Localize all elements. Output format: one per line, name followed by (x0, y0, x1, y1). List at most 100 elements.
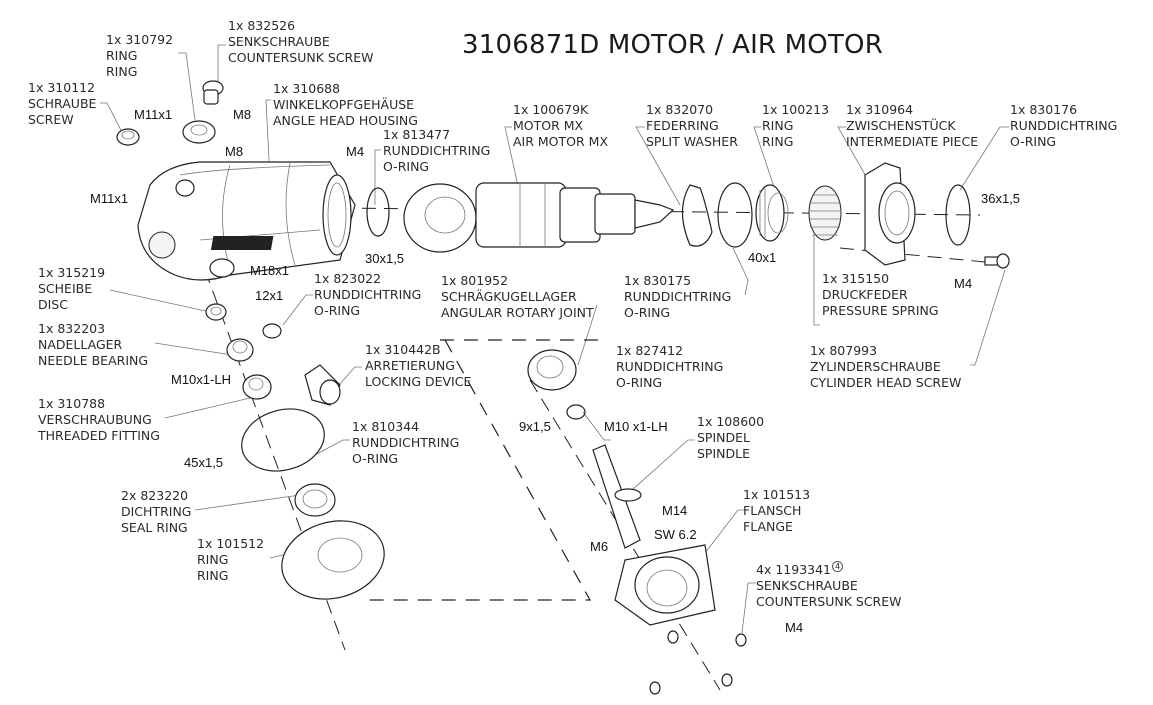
part-310112-screw[interactable] (116, 128, 140, 146)
part-label-315219[interactable]: 1x 315219 SCHEIBE DISC (38, 265, 105, 313)
part-name-en: NEEDLE BEARING (38, 353, 149, 368)
part-label-101512[interactable]: 1x 101512 RING RING (197, 536, 264, 584)
part-315150-pressure-spring[interactable] (808, 185, 842, 241)
part-name-en: ANGLE HEAD HOUSING (273, 113, 418, 128)
dim-m4-flange-screw: M4 (785, 620, 804, 635)
part-label-310688[interactable]: 1x 310688 WINKELKOPFGEHÄUSE ANGLE HEAD H… (273, 81, 418, 129)
part-label-310788[interactable]: 1x 310788 VERSCHRAUBUNG THREADED FITTING (38, 396, 160, 444)
part-label-832203[interactable]: 1x 832203 NADELLAGER NEEDLE BEARING (38, 321, 148, 369)
part-810344-o-ring[interactable] (235, 400, 332, 480)
part-name-en: RING (197, 568, 229, 583)
part-label-832526[interactable]: 1x 832526 SENKSCHRAUBE COUNTERSUNK SCREW (228, 18, 374, 66)
part-label-100213[interactable]: 1x 100213 RING RING (762, 102, 829, 150)
leader-108600 (631, 439, 695, 491)
part-40x1-ring[interactable] (717, 182, 753, 248)
dim-m18x1: M18x1 (250, 263, 290, 278)
part-823022-o-ring[interactable] (262, 323, 282, 339)
part-label-101513[interactable]: 1x 101513 FLANSCH FLANGE (743, 487, 810, 535)
part-qty-number: 1x 108600 (697, 414, 765, 429)
part-name-de: ZWISCHENSTÜCK (846, 118, 956, 133)
part-qty-number: 1x 823022 (314, 271, 382, 286)
part-label-827412[interactable]: 1x 827412 RUNDDICHTRING O-RING (616, 343, 723, 391)
part-101512-ring[interactable] (273, 510, 393, 610)
part-832526-countersunk-screw[interactable] (202, 80, 224, 105)
part-name-en: LOCKING DEVICE (365, 374, 472, 389)
leader-310788 (164, 397, 251, 419)
part-827412-o-ring[interactable] (566, 404, 586, 420)
part-label-823220[interactable]: 2x 823220 DICHTRING SEAL RING (121, 488, 191, 536)
part-108600-spindle[interactable] (592, 444, 642, 549)
part-823220-seal-ring[interactable] (294, 483, 336, 517)
part-motor-endplate[interactable] (403, 183, 477, 253)
part-qty-number: 1x 830176 (1010, 102, 1078, 117)
part-label-310442B[interactable]: 1x 310442B ARRETIERUNG LOCKING DEVICE (365, 342, 471, 390)
part-310688-angle-head-housing[interactable] (137, 161, 356, 281)
part-qty-number: 1x 310442B (365, 342, 441, 357)
part-name-de: RING (197, 552, 229, 567)
part-310964-intermediate-piece[interactable] (864, 162, 916, 266)
part-name-en: RING (106, 64, 138, 79)
dim-12x1: 12x1 (255, 288, 284, 303)
part-813477-o-ring[interactable] (366, 187, 390, 237)
part-label-813477[interactable]: 1x 813477 RUNDDICHTRING O-RING (383, 127, 490, 175)
part-100213-ring[interactable] (755, 184, 789, 242)
part-label-810344[interactable]: 1x 810344 RUNDDICHTRING O-RING (352, 419, 459, 467)
leader-310964 (837, 126, 869, 181)
part-qty-number: 1x 315219 (38, 265, 106, 280)
part-name-de: RUNDDICHTRING (1010, 118, 1118, 133)
part-name-de: RUNDDICHTRING (624, 289, 732, 304)
part-832203-needle-bearing[interactable] (226, 338, 254, 362)
part-name-de: FLANSCH (743, 503, 802, 518)
part-801952-angular-rotary-joint[interactable] (527, 349, 577, 391)
part-qty-number: 1x 813477 (383, 127, 451, 142)
part-label-310792[interactable]: 1x 310792 RING RING (106, 32, 173, 80)
part-label-108600[interactable]: 1x 108600 SPINDEL SPINDLE (697, 414, 764, 462)
part-label-310112[interactable]: 1x 310112 SCHRAUBE SCREW (28, 80, 96, 128)
part-315219-disc[interactable] (205, 303, 227, 321)
part-1193341-countersunk-screws[interactable] (649, 630, 747, 695)
part-name-en: O-RING (314, 303, 361, 318)
part-name-en: COUNTERSUNK SCREW (756, 594, 902, 610)
part-name-en: SPINDLE (697, 446, 750, 461)
part-name-de: RUNDDICHTRING (383, 143, 491, 158)
leader-823220 (194, 494, 301, 511)
part-qty-number: 1x 827412 (616, 343, 684, 358)
part-label-832070[interactable]: 1x 832070 FEDERRING SPLIT WASHER (646, 102, 738, 150)
part-qty-number: 1x 310788 (38, 396, 106, 411)
part-830176-o-ring[interactable] (945, 184, 971, 246)
part-310442B-locking-device[interactable] (304, 364, 341, 406)
dim-m4-housing: M4 (346, 144, 365, 159)
part-310788-threaded-fitting[interactable] (242, 374, 272, 400)
part-qty-number: 1x 830175 (624, 273, 692, 288)
part-label-801952[interactable]: 1x 801952 SCHRÄGKUGELLAGER ANGULAR ROTAR… (441, 273, 594, 321)
part-label-310964[interactable]: 1x 310964 ZWISCHENSTÜCK INTERMEDIATE PIE… (846, 102, 978, 150)
part-qty-number: 1x 807993 (810, 343, 878, 358)
part-qty-number: 1x 832526 (228, 18, 296, 33)
part-label-823022[interactable]: 1x 823022 RUNDDICHTRING O-RING (314, 271, 421, 319)
part-label-830175[interactable]: 1x 830175 RUNDDICHTRING O-RING (624, 273, 731, 321)
leader-832203 (154, 342, 233, 356)
part-100679K-air-motor-mx[interactable] (475, 182, 675, 248)
part-name-en: O-RING (616, 375, 663, 390)
screw-axis-line (839, 247, 986, 263)
part-101513-flange[interactable] (614, 544, 716, 626)
part-label-100679K[interactable]: 1x 100679K MOTOR MX AIR MOTOR MX (513, 102, 608, 150)
part-name-de: DRUCKFEDER (822, 287, 908, 302)
part-310792-ring[interactable] (182, 120, 216, 144)
part-832070-split-washer[interactable] (681, 184, 713, 247)
part-label-807993[interactable]: 1x 807993 ZYLINDERSCHRAUBE CYLINDER HEAD… (810, 343, 961, 391)
part-name-en: O-RING (1010, 134, 1057, 149)
part-name-de: SPINDEL (697, 430, 750, 445)
part-label-315150[interactable]: 1x 315150 DRUCKFEDER PRESSURE SPRING (822, 271, 939, 319)
leader-823022 (282, 294, 313, 326)
part-name-de: RING (106, 48, 138, 63)
part-name-de: NADELLAGER (38, 337, 123, 352)
dim-45x1-5: 45x1,5 (184, 455, 224, 470)
part-807993-cylinder-head-screw[interactable] (984, 253, 1010, 269)
part-label-830176[interactable]: 1x 830176 RUNDDICHTRING O-RING (1010, 102, 1117, 150)
part-name-de: SENKSCHRAUBE (756, 578, 858, 594)
